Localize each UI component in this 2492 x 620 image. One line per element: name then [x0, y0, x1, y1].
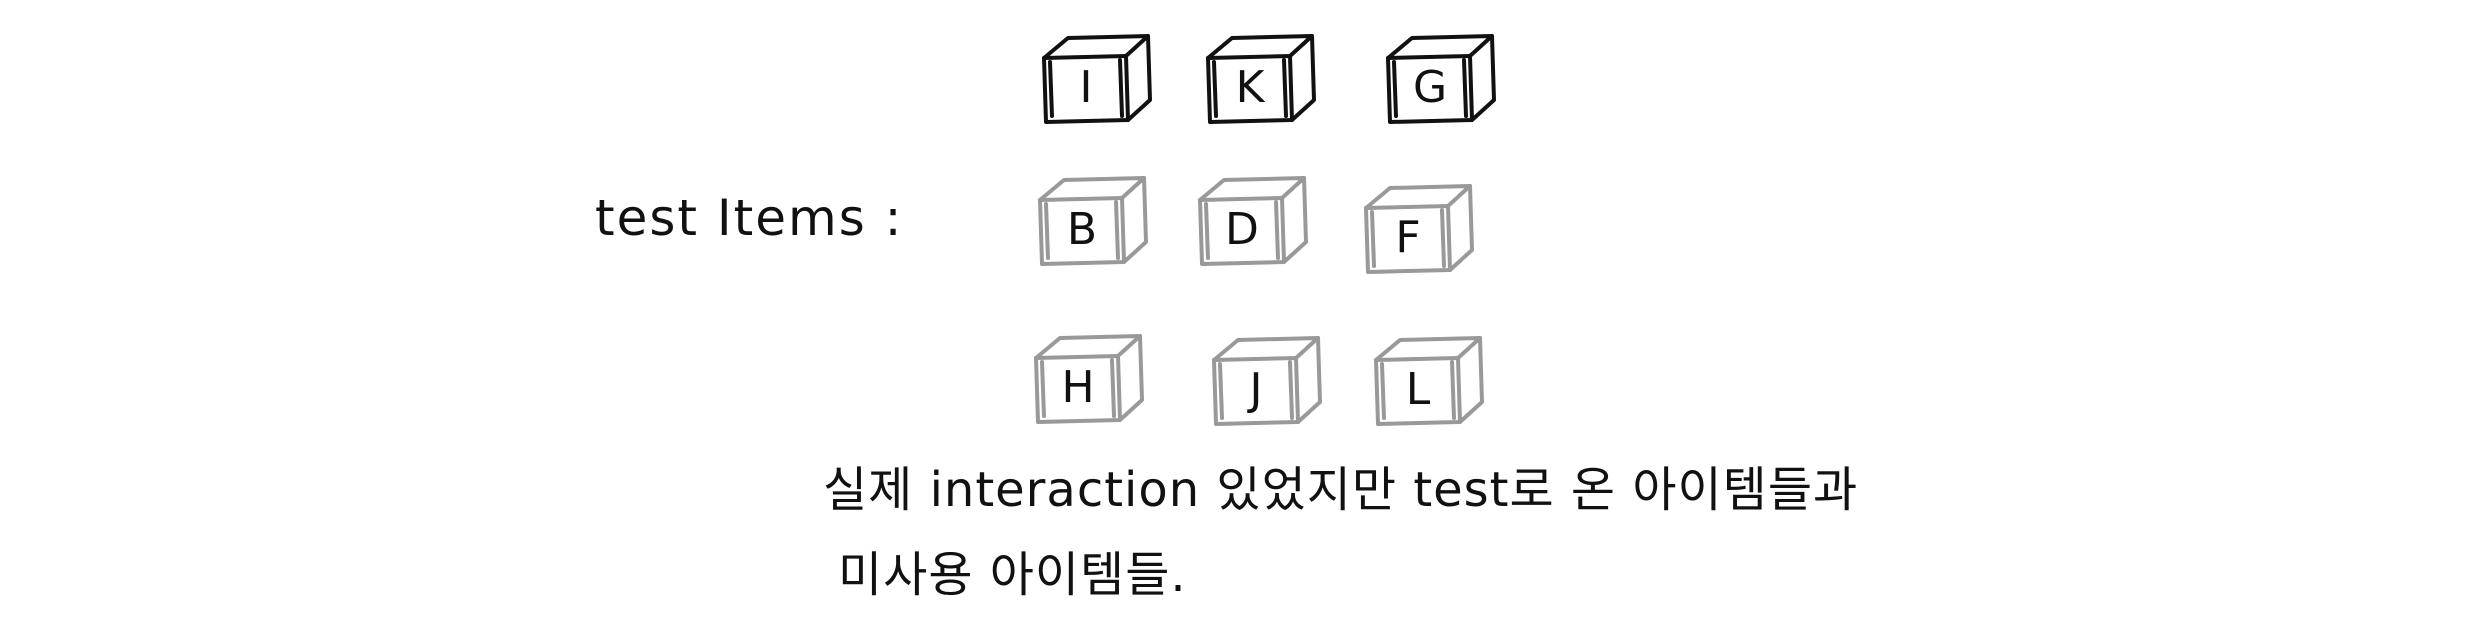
item-box: G [1380, 30, 1500, 140]
note-line-2: 미사용 아이템들. [838, 547, 1187, 603]
item-box: I [1036, 30, 1156, 140]
box-outline-icon [1364, 184, 1474, 274]
box-outline-icon [1034, 334, 1144, 424]
item-box: D [1192, 172, 1312, 282]
item-letter: K [1235, 61, 1265, 113]
box-outline-icon [1386, 34, 1496, 124]
box-outline-icon [1206, 34, 1316, 124]
box-outline-icon [1198, 176, 1308, 266]
item-letter: H [1061, 361, 1095, 413]
box-outline-icon [1374, 336, 1484, 426]
item-box: K [1200, 30, 1320, 140]
item-letter: F [1395, 211, 1421, 263]
item-letter: J [1249, 363, 1263, 415]
note-line-1: 실제 interaction 있었지만 test로 온 아이템들과 [823, 462, 1859, 518]
item-box: L [1368, 332, 1488, 442]
box-outline-icon [1042, 34, 1152, 124]
box-outline-icon [1038, 176, 1148, 266]
item-box: F [1358, 180, 1478, 290]
box-outline-icon [1212, 336, 1322, 426]
item-letter: G [1412, 61, 1448, 113]
item-letter: B [1066, 203, 1098, 255]
test-items-label: test Items : [595, 189, 904, 247]
item-box: H [1028, 330, 1148, 440]
item-letter: I [1079, 61, 1093, 113]
item-letter: L [1405, 363, 1431, 415]
item-box: B [1032, 172, 1152, 282]
item-box: J [1206, 332, 1326, 442]
item-letter: D [1225, 203, 1259, 255]
